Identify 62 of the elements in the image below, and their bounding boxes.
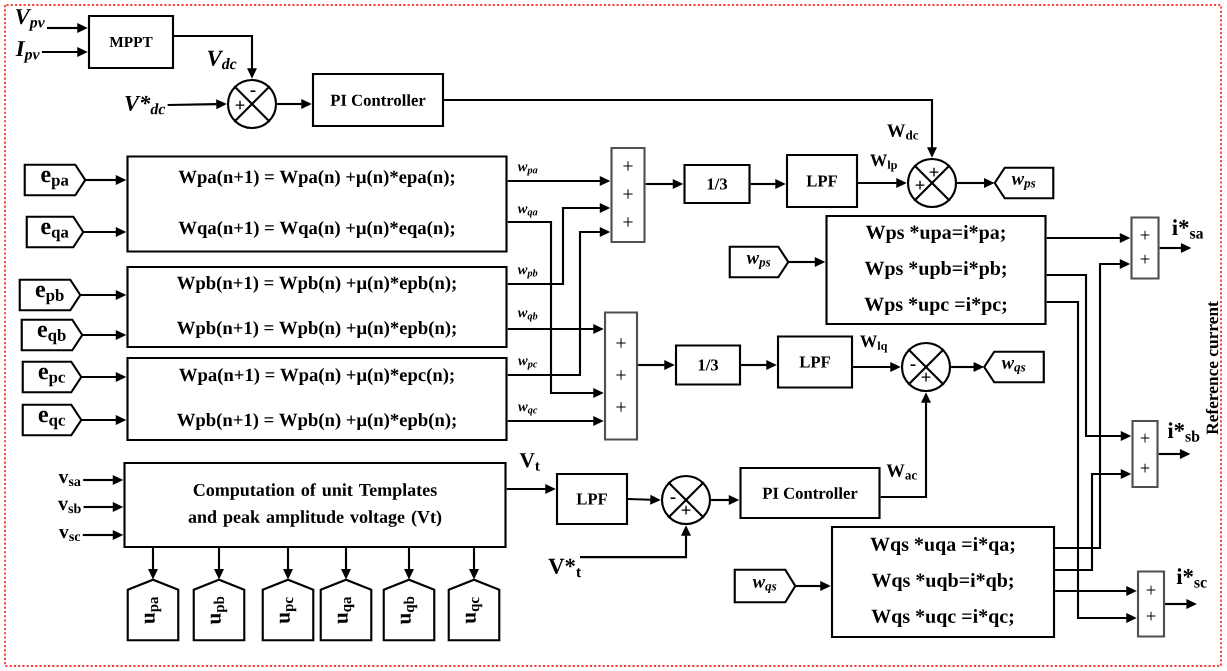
signal-tag: e$_{qa}$ bbox=[25, 215, 85, 249]
signal-label: I$_{pv}$ bbox=[15, 41, 40, 63]
signal-tag: e$_{pa}$ bbox=[23, 163, 87, 197]
edge-label: w$_{qc}$ bbox=[517, 404, 538, 416]
edge-label: V$_{t}$ bbox=[519, 453, 540, 471]
summing-block: + + bbox=[1131, 419, 1159, 489]
process-box: Wps *upa=i*pa; Wps *upb=i*pb; Wps *upc =i*pc; bbox=[825, 214, 1047, 326]
edge-label: W$_{dc}$ bbox=[887, 124, 919, 140]
signal-label: V*$_{t}$ bbox=[548, 558, 582, 578]
edge-label: w$_{qa}$ bbox=[517, 206, 538, 218]
edge-label: W$_{lq}$ bbox=[860, 335, 888, 353]
edge-label: w$_{pa}$ bbox=[517, 164, 538, 176]
edge-label: i*$_{sb}$ bbox=[1167, 422, 1200, 442]
process-box: 1/3 bbox=[683, 163, 751, 205]
signal-label: v$_{sc}$ bbox=[58, 528, 81, 542]
signal-tag: u$_{pc}$ bbox=[261, 578, 315, 642]
summing-junction: - + bbox=[226, 78, 278, 130]
edge-label: W$_{lp}$ bbox=[870, 154, 897, 172]
signal-tag: u$_{pa}$ bbox=[126, 578, 180, 642]
process-box: PI Controller bbox=[739, 466, 881, 520]
summing-block: + + + bbox=[610, 146, 646, 244]
edge-label: V$_{dc}$ bbox=[207, 50, 237, 70]
process-box: MPPT bbox=[87, 14, 175, 70]
edge-label: i*$_{sa}$ bbox=[1172, 219, 1204, 239]
summing-junction: - + bbox=[660, 474, 712, 526]
signal-tag: e$_{qc}$ bbox=[21, 403, 83, 437]
process-box: PI Controller bbox=[311, 72, 445, 128]
process-box: Wpa(n+1) = Wpa(n) +μ(n)*epa(n); Wqa(n+1) = Wqa(n) +μ(n)*eqa(n); bbox=[126, 155, 508, 253]
process-box: Wqs *uqa =i*qa; Wqs *uqb=i*qb; Wqs *uqc =i*qc; bbox=[830, 525, 1056, 639]
process-box: Wpa(n+1) = Wpa(n) +μ(n)*epc(n); Wpb(n+1) = Wpb(n) +μ(n)*epb(n); bbox=[126, 356, 508, 442]
signal-tag: e$_{pb}$ bbox=[18, 278, 82, 312]
signal-label: V*$_{dc}$ bbox=[125, 95, 166, 115]
edge-label: i*$_{sc}$ bbox=[1176, 568, 1207, 588]
edge-label: W$_{ac}$ bbox=[886, 464, 917, 480]
process-box: 1/3 bbox=[674, 344, 742, 386]
signal-tag: u$_{pb}$ bbox=[192, 578, 246, 642]
signal-tag: u$_{qc}$ bbox=[447, 578, 501, 642]
signal-label: V$_{pv}$ bbox=[15, 9, 45, 31]
process-box: Computation of unit Templates and peak amplitude voltage (Vt) bbox=[123, 461, 507, 549]
process-box: Wpb(n+1) = Wpb(n) +μ(n)*epb(n); Wpb(n+1) = Wpb(n) +μ(n)*epb(n); bbox=[126, 265, 508, 349]
signal-label: v$_{sa}$ bbox=[58, 473, 81, 487]
signal-tag: u$_{qa}$ bbox=[319, 578, 373, 642]
edge-label: w$_{pb}$ bbox=[517, 267, 538, 279]
signal-tag: e$_{pc}$ bbox=[21, 360, 83, 394]
process-box: LPF bbox=[555, 472, 629, 526]
side-label: Reference current bbox=[1205, 301, 1219, 435]
process-box: LPF bbox=[776, 335, 854, 389]
signal-tag: w$_{ps}$ bbox=[728, 245, 790, 279]
edge-label: w$_{pc}$ bbox=[517, 358, 538, 370]
signal-tag: u$_{qb}$ bbox=[382, 578, 436, 642]
signal-tag: e$_{qb}$ bbox=[20, 318, 84, 352]
signal-tag: w$_{ps}$ bbox=[993, 166, 1055, 200]
summing-junction: + + bbox=[906, 157, 958, 209]
signal-tag: w$_{qs}$ bbox=[733, 568, 797, 604]
edge-label: w$_{qb}$ bbox=[517, 310, 538, 322]
summing-junction: - + bbox=[900, 341, 952, 393]
summing-block: + + bbox=[1136, 570, 1166, 638]
summing-block: + + + bbox=[603, 311, 639, 441]
signal-tag: w$_{qs}$ bbox=[982, 350, 1045, 384]
summing-block: + + bbox=[1130, 216, 1160, 280]
process-box: LPF bbox=[785, 153, 859, 209]
signal-label: v$_{sb}$ bbox=[58, 500, 81, 514]
